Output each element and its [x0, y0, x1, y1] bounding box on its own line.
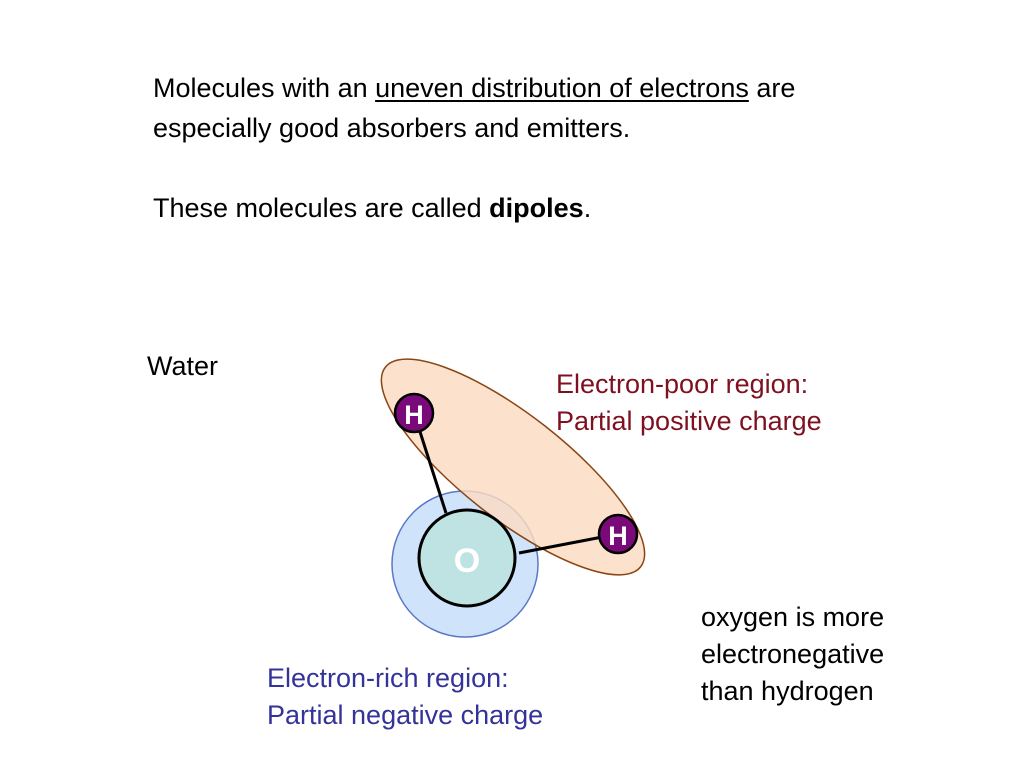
electron-poor-label: Electron-poor region: Partial positive c…: [556, 366, 822, 440]
electron-poor-title: Electron-poor region:: [556, 369, 809, 399]
electron-poor-charge: Partial positive charge: [556, 406, 822, 436]
electron-rich-label: Electron-rich region: Partial negative c…: [267, 660, 543, 734]
electron-rich-charge: Partial negative charge: [267, 700, 544, 730]
hydrogen-symbol-right: H: [608, 521, 628, 551]
electron-poor-region: [380, 358, 646, 576]
dipoles-bold: dipoles: [489, 193, 584, 223]
hydrogen-atom-right: [597, 513, 639, 555]
note-line-2: electronegative: [701, 639, 885, 669]
electronegativity-note: oxygen is more electronegative than hydr…: [701, 599, 884, 710]
uneven-distribution-underlined: uneven distribution of electrons: [375, 73, 749, 103]
hydrogen-atom-top: [393, 392, 435, 434]
intro-paragraph-2: These molecules are called dipoles.: [153, 193, 592, 223]
oxygen-atom: [417, 508, 517, 608]
hydrogen-symbol-top: H: [404, 400, 424, 430]
oxygen-symbol: O: [454, 542, 480, 580]
molecule-name-label: Water: [147, 351, 219, 381]
note-line-1: oxygen is more: [701, 602, 885, 632]
electron-rich-title: Electron-rich region:: [267, 663, 509, 693]
note-line-3: than hydrogen: [701, 676, 874, 706]
intro-text: Molecules with an uneven distribution of…: [153, 68, 873, 228]
intro-paragraph-1: Molecules with an uneven distribution of…: [153, 73, 796, 143]
